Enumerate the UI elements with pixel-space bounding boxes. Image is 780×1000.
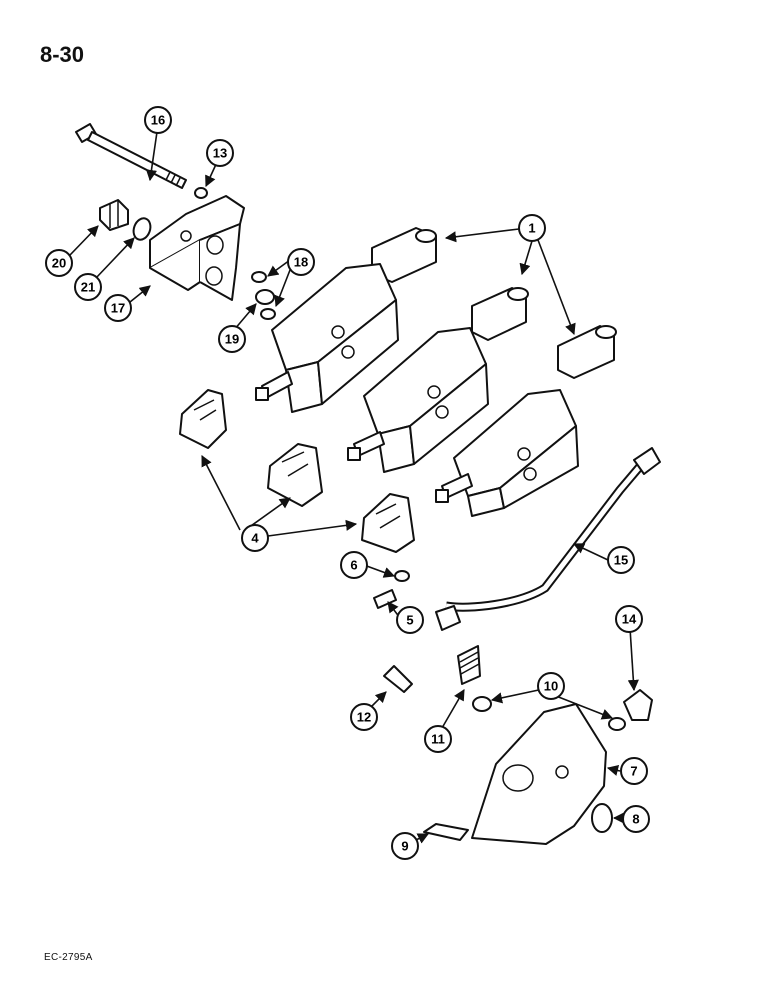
o-ring-part-18a — [251, 271, 267, 283]
o-ring-part-10b — [608, 717, 626, 731]
callout-8: 8 — [622, 805, 650, 833]
svg-text:9: 9 — [401, 839, 408, 854]
fitting-part-11 — [457, 645, 481, 685]
washer-part-13 — [194, 187, 208, 199]
svg-text:11: 11 — [431, 732, 445, 747]
bolt-part-12 — [383, 665, 413, 693]
callout-18: 18 — [287, 248, 315, 276]
bolt-part-9 — [423, 823, 469, 841]
svg-text:16: 16 — [151, 113, 165, 128]
control-valve-section-c — [435, 325, 617, 517]
tube-part-15 — [435, 447, 661, 631]
svg-text:1: 1 — [528, 221, 535, 236]
callout-13: 13 — [206, 139, 234, 167]
svg-text:17: 17 — [111, 301, 125, 316]
elbow-fitting-part-14 — [623, 689, 653, 721]
callout-7: 7 — [620, 757, 648, 785]
callout-14: 14 — [615, 605, 643, 633]
svg-text:7: 7 — [630, 764, 637, 779]
svg-text:19: 19 — [225, 332, 239, 347]
svg-text:21: 21 — [81, 280, 95, 295]
callout-4: 4 — [241, 524, 269, 552]
long-bolt-part-16 — [75, 123, 187, 189]
callout-5: 5 — [396, 606, 424, 634]
svg-text:15: 15 — [614, 553, 628, 568]
callout-9: 9 — [391, 832, 419, 860]
svg-text:8: 8 — [632, 812, 639, 827]
o-ring-part-10a — [472, 696, 492, 712]
svg-text:6: 6 — [350, 558, 357, 573]
page-number: 8-30 — [40, 42, 85, 67]
svg-text:14: 14 — [622, 612, 637, 627]
nut-part-6 — [394, 570, 410, 582]
callout-10: 10 — [537, 672, 565, 700]
manifold-block-part-17 — [149, 195, 245, 301]
control-valve-section-a — [255, 227, 437, 413]
o-ring-part-21 — [132, 217, 152, 241]
o-ring-part-19 — [255, 289, 275, 305]
callout-17: 17 — [104, 294, 132, 322]
callout-19: 19 — [218, 325, 246, 353]
callout-20: 20 — [45, 249, 73, 277]
callout-15: 15 — [607, 546, 635, 574]
svg-text:4: 4 — [251, 531, 259, 546]
svg-text:5: 5 — [406, 613, 413, 628]
plug-part-20 — [99, 199, 129, 231]
housing-part-7 — [471, 703, 607, 845]
screw-part-5 — [373, 589, 397, 609]
callout-1: 1 — [518, 214, 546, 242]
svg-text:13: 13 — [213, 146, 227, 161]
svg-text:10: 10 — [544, 679, 558, 694]
callout-12: 12 — [350, 703, 378, 731]
clevis-bracket-b — [267, 443, 323, 507]
o-ring-part-18b — [260, 308, 276, 320]
svg-text:18: 18 — [294, 255, 308, 270]
callout-6: 6 — [340, 551, 368, 579]
callout-11: 11 — [424, 725, 452, 753]
control-valve-section-b — [347, 287, 529, 473]
figure-code: EC-2795A — [44, 952, 93, 963]
clevis-bracket-c — [361, 493, 415, 553]
svg-text:12: 12 — [357, 710, 371, 725]
callout-21: 21 — [74, 273, 102, 301]
callout-16: 16 — [144, 106, 172, 134]
svg-text:20: 20 — [52, 256, 66, 271]
o-ring-part-8 — [591, 803, 613, 833]
clevis-bracket-a — [179, 389, 227, 449]
